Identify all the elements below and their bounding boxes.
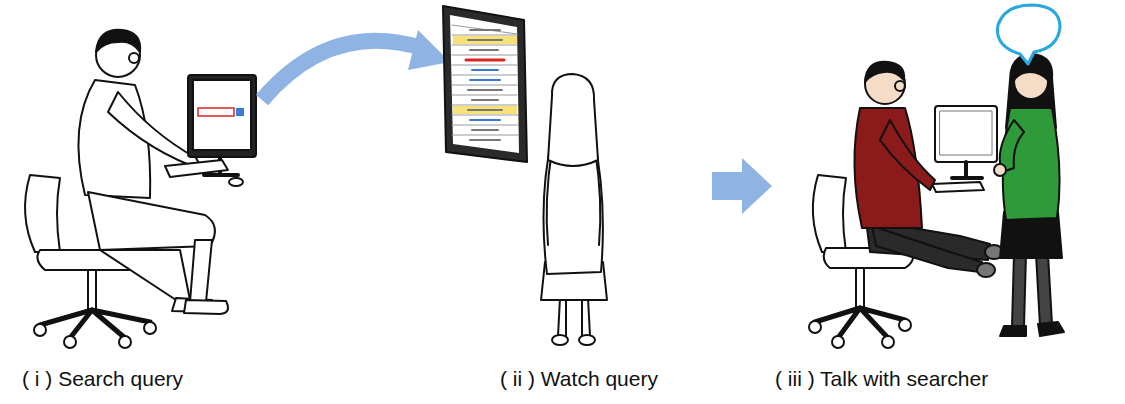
searcher-figure	[78, 30, 228, 314]
speech-bubble	[997, 5, 1060, 64]
computer-monitor	[932, 106, 997, 192]
watcher-figure	[541, 74, 607, 345]
block-arrow	[712, 158, 772, 214]
step-caption: ( iii ) Talk with searcher	[775, 366, 988, 391]
step-caption: ( ii ) Watch query	[500, 366, 658, 391]
computer-monitor	[165, 75, 256, 186]
watcher-figure	[994, 54, 1064, 336]
query-display	[443, 6, 527, 162]
curved-arrow	[262, 30, 450, 100]
searcher-figure	[854, 62, 1003, 277]
step-caption: ( i ) Search query	[22, 366, 183, 391]
